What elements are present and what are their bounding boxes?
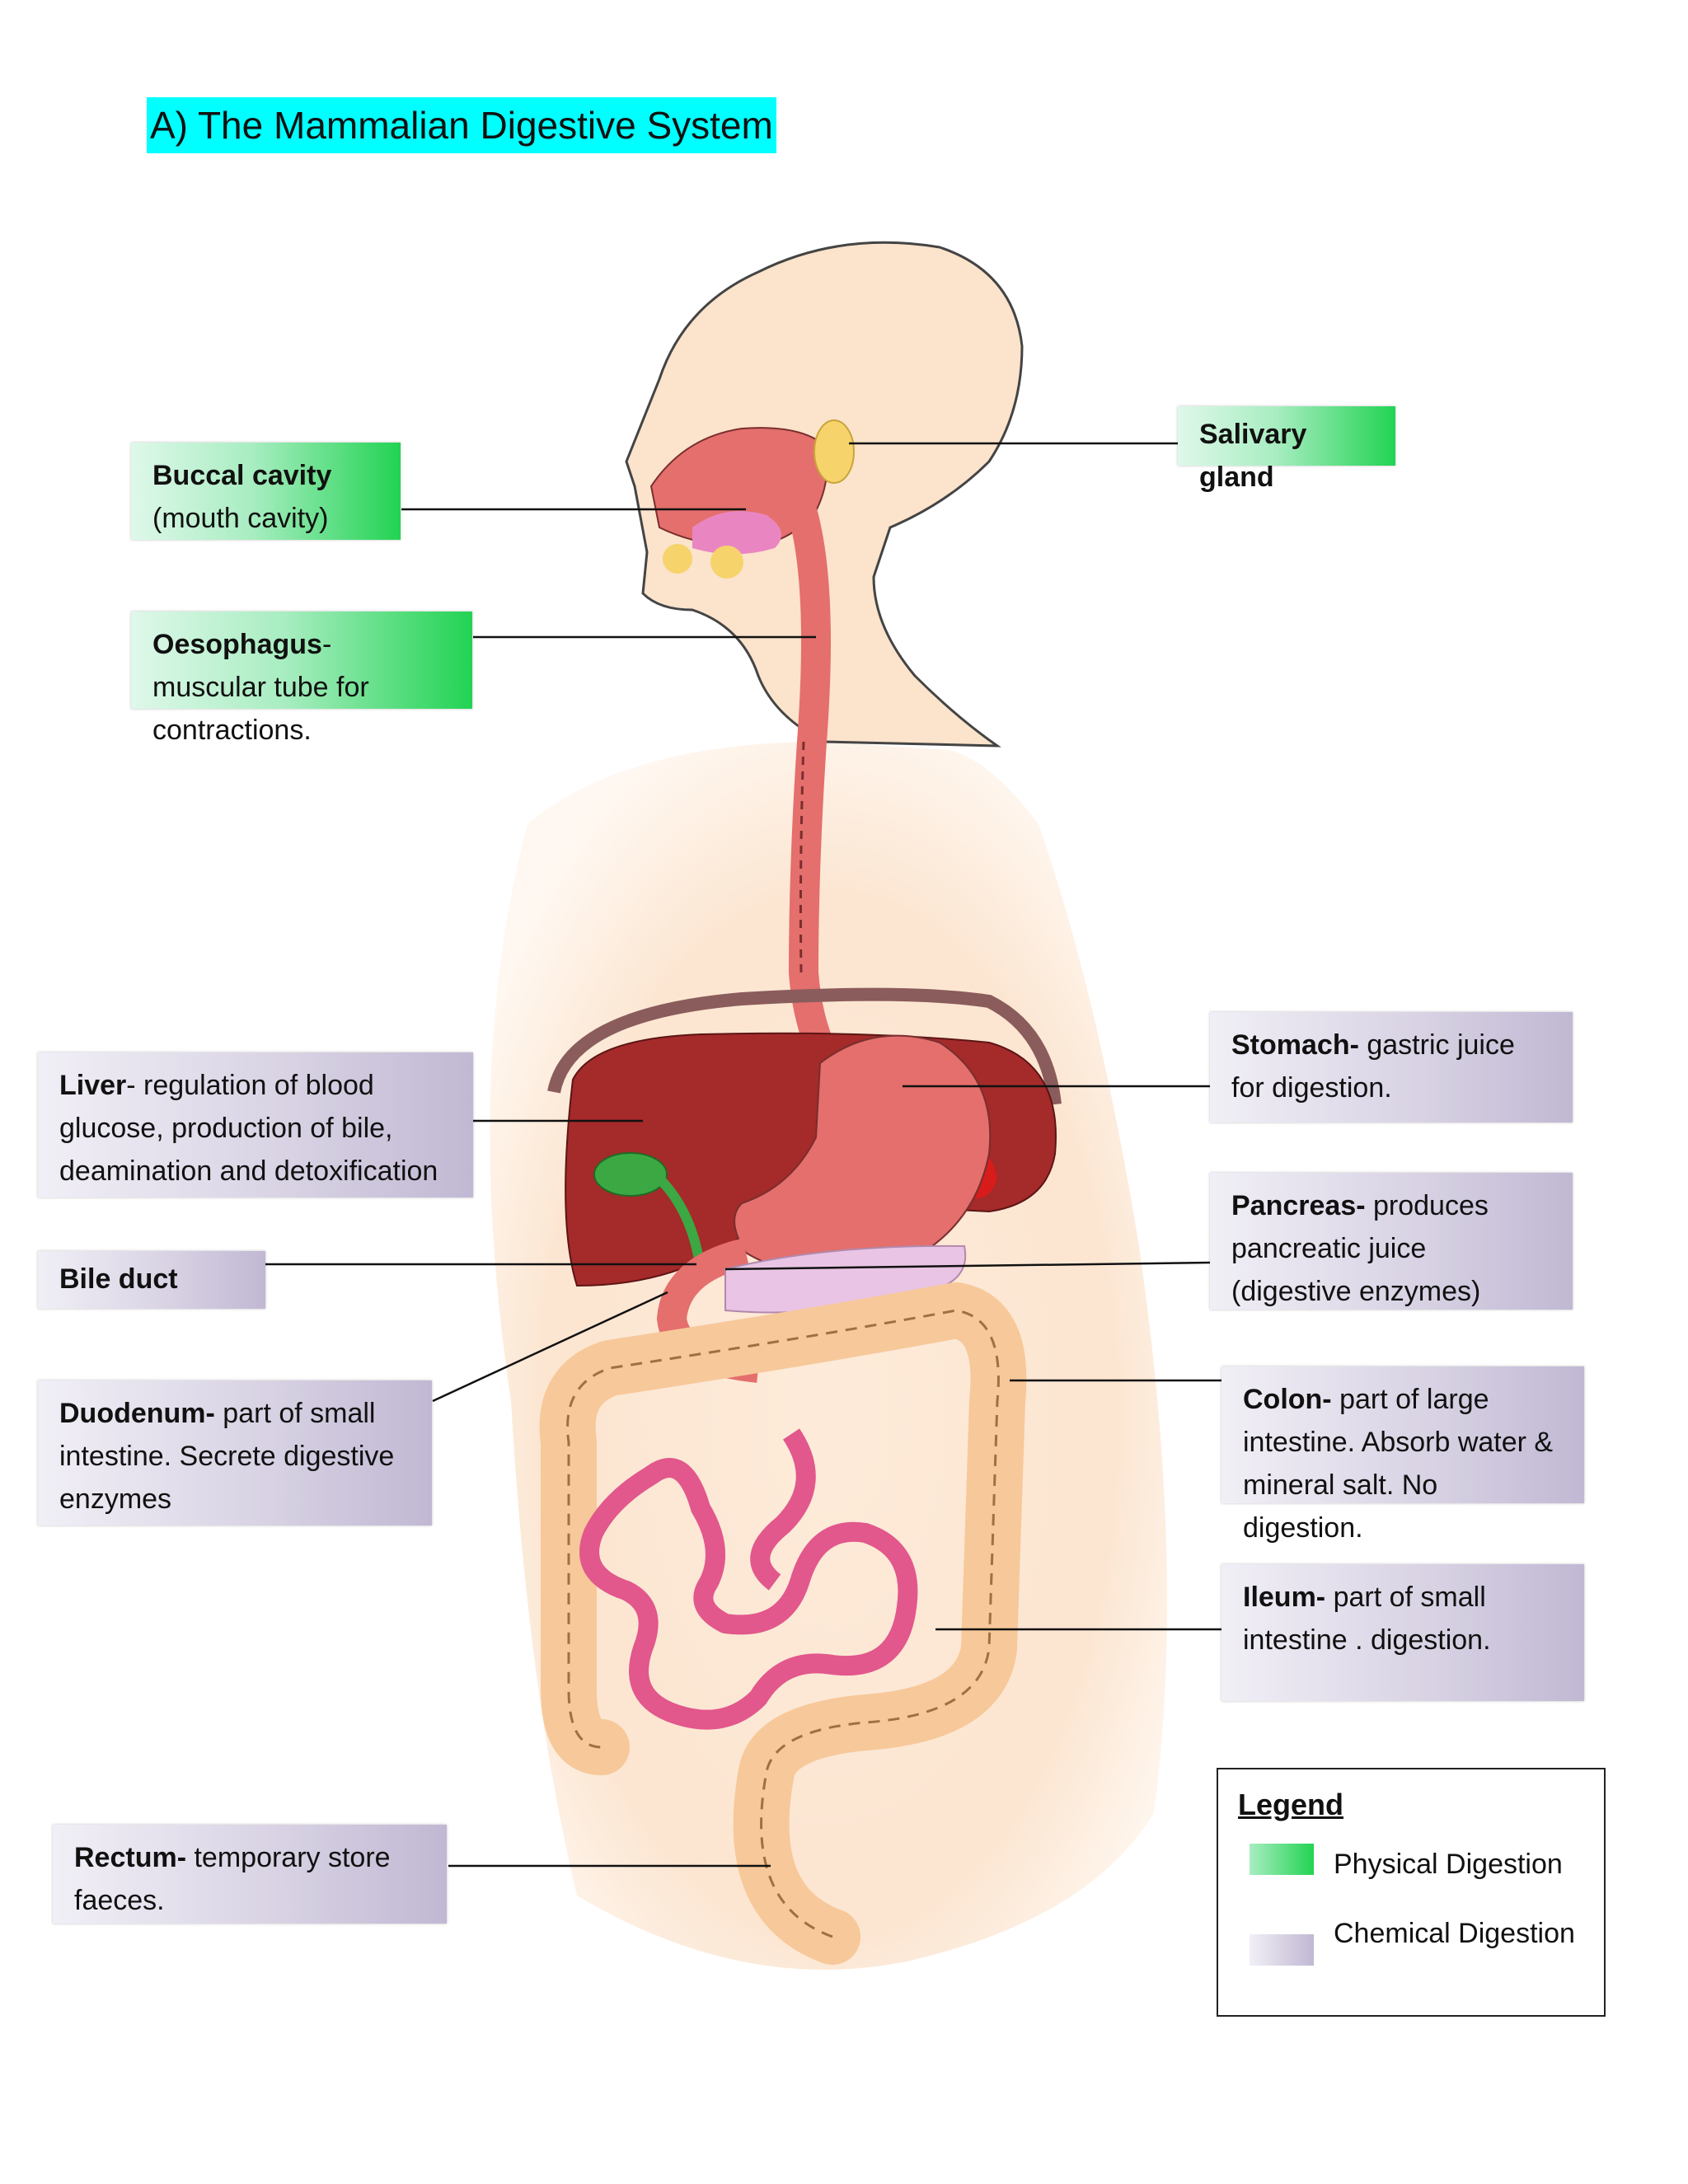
line-duodenum: [432, 1291, 668, 1403]
head-silhouette: [625, 241, 1024, 748]
label-rectum: Rectum- temporary store faeces.: [53, 1825, 447, 1924]
stomach-title: Stomach-: [1231, 1029, 1359, 1061]
legend-swatch-chemical: [1250, 1934, 1314, 1966]
liver-title: Liver: [59, 1070, 127, 1101]
page-title: A) The Mammalian Digestive System: [147, 97, 776, 153]
label-colon: Colon- part of large intestine. Absorb w…: [1221, 1366, 1584, 1544]
label-bile-duct: Bile duct: [38, 1251, 265, 1309]
ileum-title: Ileum-: [1243, 1582, 1326, 1613]
small-intestine-upper: [750, 1428, 816, 1591]
buccal-cavity-title: Buccal cavity: [152, 460, 332, 491]
pancreas-title: Pancreas-: [1231, 1190, 1366, 1221]
label-pancreas: Pancreas- produces pancreatic juice (dig…: [1210, 1173, 1573, 1310]
oesophagus-dash: [799, 741, 805, 973]
ileum-desc: part of small intestine . digestion.: [1243, 1582, 1491, 1656]
liver-desc: - regulation of blood glucose, productio…: [59, 1070, 438, 1187]
leader-lines: [265, 442, 1221, 1868]
label-buccal-cavity: Buccal cavity (mouth cavity): [131, 443, 401, 540]
gall-bladder: [593, 1152, 668, 1197]
pancreas-desc: produces pancreatic juice (digestive enz…: [1231, 1190, 1489, 1307]
rectum-desc: temporary store faeces.: [74, 1842, 391, 1916]
buccal-cavity-desc: (mouth cavity): [152, 503, 329, 534]
label-oesophagus: Oesophagus- muscular tube for contractio…: [131, 612, 472, 746]
oesophagus-title: Oesophagus: [152, 629, 322, 660]
oesophagus-desc: - muscular tube for contractions.: [152, 629, 369, 746]
label-liver: Liver- regulation of blood glucose, prod…: [38, 1052, 473, 1197]
duodenum-title: Duodenum-: [59, 1398, 215, 1429]
small-intestine: [579, 1458, 918, 1730]
salivary-gland-parotid: [814, 419, 855, 484]
colon-title: Colon-: [1243, 1384, 1332, 1415]
diaphragm: [547, 987, 1062, 1105]
tongue: [692, 511, 781, 555]
legend-swatch-physical: [1250, 1844, 1314, 1875]
label-salivary-gland: Salivary gland: [1178, 406, 1395, 493]
colon-desc: part of large intestine. Absorb water & …: [1243, 1384, 1554, 1544]
salivary-gland-sublingual: [663, 544, 692, 574]
legend-text-chemical: Chemical Digestion: [1334, 1918, 1575, 1949]
stomach-desc: gastric juice for digestion.: [1231, 1029, 1515, 1104]
label-duodenum: Duodenum- part of small intestine. Secre…: [38, 1380, 432, 1526]
legend-title: Legend: [1238, 1788, 1344, 1821]
colon-outline: [566, 1309, 1000, 1938]
line-pancreas: [724, 1261, 1211, 1271]
rectum-title: Rectum-: [74, 1842, 187, 1873]
duodenum-desc: part of small intestine. Secrete digesti…: [59, 1398, 395, 1515]
legend: Legend Physical Digestion Chemical Diges…: [1217, 1768, 1606, 2017]
label-ileum: Ileum- part of small intestine . digesti…: [1221, 1564, 1584, 1701]
bile-duct-title: Bile duct: [59, 1263, 178, 1295]
oesophagus: [785, 488, 847, 1086]
legend-text-physical: Physical Digestion: [1334, 1849, 1563, 1880]
salivary-gland-title: Salivary gland: [1199, 419, 1307, 493]
salivary-gland-submandibular: [710, 546, 743, 579]
label-stomach: Stomach- gastric juice for digestion.: [1210, 1012, 1573, 1122]
